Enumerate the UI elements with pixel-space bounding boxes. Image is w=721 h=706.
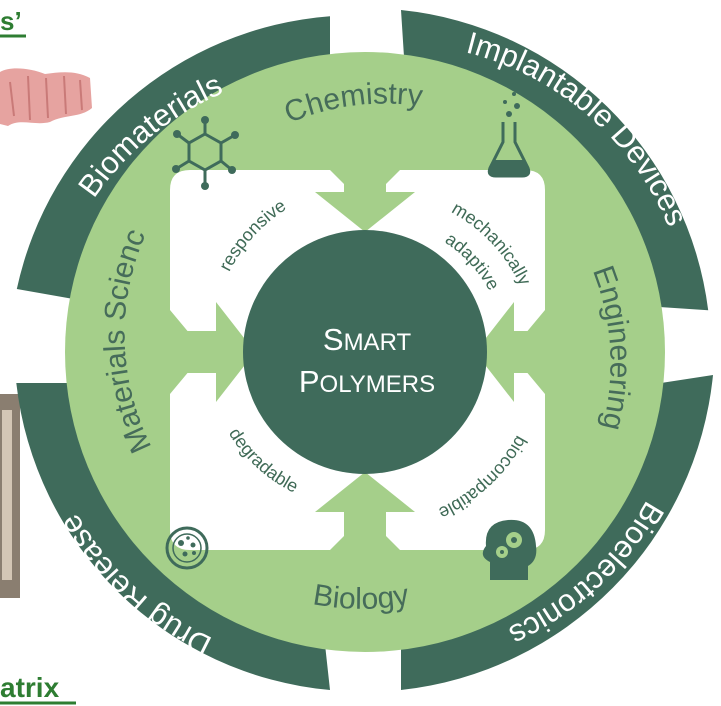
petri-dish-icon bbox=[165, 526, 209, 570]
fragment-top-left: s’ bbox=[0, 6, 22, 36]
center-line-1: SMART bbox=[323, 322, 412, 357]
molecule-icon bbox=[172, 116, 239, 190]
intestine-image bbox=[0, 68, 92, 126]
photo-fragment bbox=[0, 394, 20, 598]
arrow-up bbox=[315, 472, 415, 554]
center-circle bbox=[243, 230, 487, 474]
fragment-bottom-left: atrix bbox=[0, 672, 60, 703]
center-line-2: POLYMERS bbox=[299, 364, 435, 399]
arrow-left bbox=[475, 302, 545, 402]
arrow-right bbox=[185, 302, 255, 402]
flask-icon bbox=[487, 92, 531, 178]
discipline-biology: Biology bbox=[311, 579, 411, 616]
head-gears-icon bbox=[482, 519, 537, 580]
arrow-down bbox=[315, 150, 415, 232]
